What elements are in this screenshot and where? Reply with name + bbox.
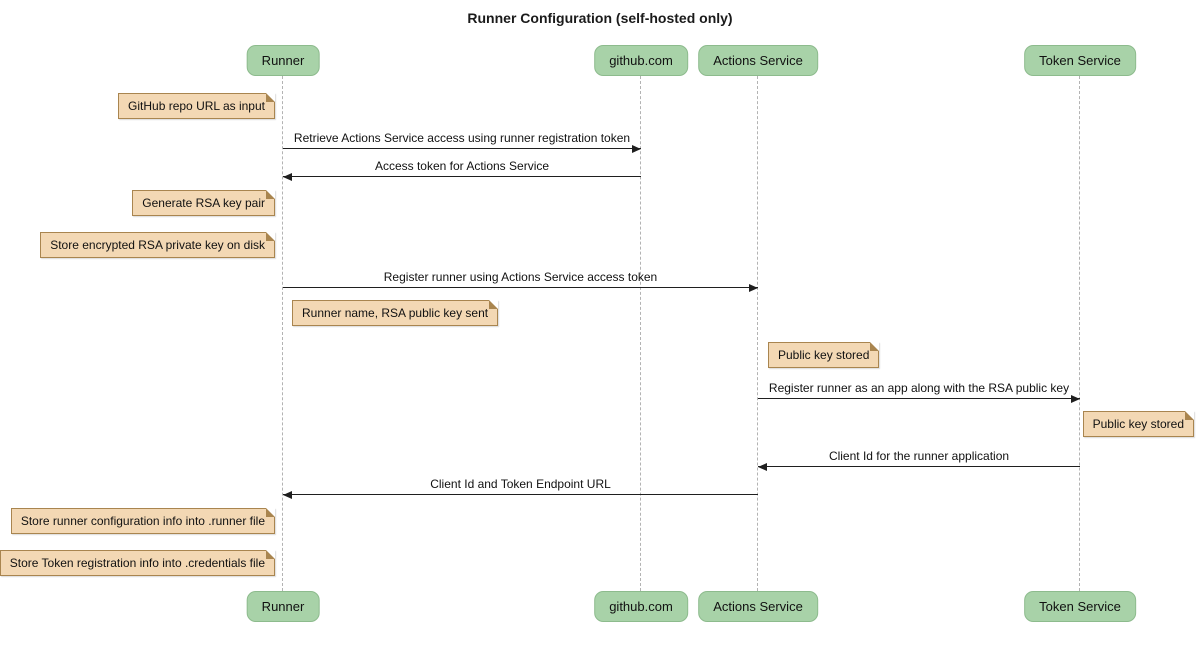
message-client-id-endpoint: Client Id and Token Endpoint URL — [283, 477, 758, 499]
note-generate-rsa-key: Generate RSA key pair — [132, 190, 275, 216]
actor-top-token-service: Token Service — [1024, 45, 1136, 76]
arrowhead-left-icon — [283, 173, 292, 181]
arrowhead-left-icon — [283, 491, 292, 499]
note-store-private-key: Store encrypted RSA private key on disk — [40, 232, 275, 258]
lifeline-actions-service — [757, 76, 758, 591]
message-client-id: Client Id for the runner application — [758, 449, 1080, 471]
note-runner-name-sent: Runner name, RSA public key sent — [292, 300, 499, 326]
arrowhead-left-icon — [758, 463, 767, 471]
message-line — [283, 173, 641, 181]
arrowhead-right-icon — [1071, 395, 1080, 403]
message-register-app: Register runner as an app along with the… — [758, 381, 1080, 403]
arrowhead-right-icon — [749, 284, 758, 292]
note-store-credentials-file: Store Token registration info into .cred… — [0, 550, 276, 576]
note-github-repo-url: GitHub repo URL as input — [118, 93, 275, 119]
lifeline-token-service — [1079, 76, 1080, 591]
diagram-title: Runner Configuration (self-hosted only) — [467, 10, 733, 26]
arrowhead-right-icon — [632, 145, 641, 153]
message-line — [283, 284, 758, 292]
message-label: Register runner as an app along with the… — [768, 381, 1070, 395]
message-retrieve-access: Retrieve Actions Service access using ru… — [283, 131, 641, 153]
message-label: Retrieve Actions Service access using ru… — [293, 131, 631, 145]
actor-top-actions-service: Actions Service — [698, 45, 818, 76]
actor-bottom-actions-service: Actions Service — [698, 591, 818, 622]
actor-top-runner: Runner — [246, 45, 320, 76]
lifeline-github — [640, 76, 641, 591]
message-label: Register runner using Actions Service ac… — [383, 270, 658, 284]
lifeline-runner — [282, 76, 283, 591]
actor-top-github: github.com — [594, 45, 688, 76]
message-line — [758, 395, 1080, 403]
message-label: Access token for Actions Service — [374, 159, 550, 173]
message-label: Client Id and Token Endpoint URL — [430, 477, 611, 491]
note-public-key-stored-actions: Public key stored — [768, 342, 880, 368]
actor-bottom-github: github.com — [594, 591, 688, 622]
message-line — [758, 463, 1080, 471]
message-line — [283, 491, 758, 499]
note-store-runner-file: Store runner configuration info into .ru… — [10, 508, 276, 534]
actor-bottom-token-service: Token Service — [1024, 591, 1136, 622]
message-line — [283, 145, 641, 153]
actor-bottom-runner: Runner — [246, 591, 320, 622]
message-register-runner: Register runner using Actions Service ac… — [283, 270, 758, 292]
message-label: Client Id for the runner application — [828, 449, 1010, 463]
message-access-token: Access token for Actions Service — [283, 159, 641, 181]
note-public-key-stored-token: Public key stored — [1082, 411, 1195, 437]
